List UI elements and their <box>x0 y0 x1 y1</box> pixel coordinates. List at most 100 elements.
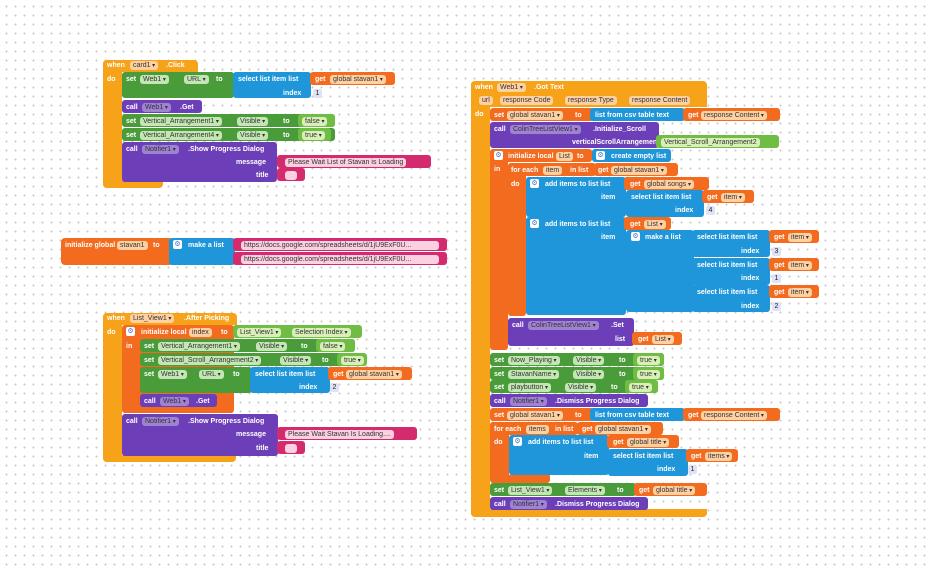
component-dropdown[interactable]: StavanName <box>508 370 560 379</box>
param-response-content[interactable]: response Content <box>629 96 691 105</box>
var-dropdown[interactable]: List <box>644 220 666 229</box>
text-field[interactable]: https://docs.google.com/spreadsheets/d/1… <box>241 255 439 264</box>
component-dropdown[interactable]: List_View1 <box>130 314 175 323</box>
component-value[interactable]: Vertical_Scroll_Arrangement2 <box>661 138 760 147</box>
property-dropdown[interactable]: Visible <box>565 383 597 392</box>
add-items-songs-block[interactable] <box>526 177 626 217</box>
component-dropdown[interactable]: Vertical_Scroll_Arrangement2 <box>158 356 262 365</box>
boolean-dropdown[interactable]: false <box>320 342 346 351</box>
gear-icon[interactable]: ⚙ <box>513 437 522 446</box>
component-dropdown[interactable]: Vertical_Arrangement1 <box>158 342 240 351</box>
variable-name-field[interactable]: List <box>556 152 573 161</box>
number-field[interactable]: 1 <box>313 89 322 98</box>
property-dropdown[interactable]: URL <box>184 75 209 84</box>
text-field[interactable]: Please Wait Stavan Is Loading.... <box>285 430 394 439</box>
var-dropdown[interactable]: global stavan1 <box>595 425 651 434</box>
property-dropdown[interactable]: Visible <box>573 370 605 379</box>
component-dropdown[interactable]: Notifier1 <box>510 397 547 406</box>
loop-var-field[interactable]: item <box>543 166 563 175</box>
add-items-list-block[interactable] <box>526 217 626 315</box>
component-dropdown[interactable]: Vertical_Arrangement4 <box>140 131 222 140</box>
component-dropdown[interactable]: playbutton <box>508 383 551 392</box>
select-list-item-block[interactable] <box>608 449 688 476</box>
component-dropdown[interactable]: Web1 <box>158 370 187 379</box>
text-field[interactable]: Please Wait List of Stavan is Loading <box>285 158 407 167</box>
var-dropdown[interactable]: item <box>721 193 745 202</box>
var-dropdown[interactable]: response Content <box>701 111 767 120</box>
property-dropdown[interactable]: Visible <box>573 356 605 365</box>
variable-name-field[interactable]: index <box>189 328 212 337</box>
select-list-item-block[interactable] <box>626 190 704 217</box>
property-dropdown[interactable]: URL <box>199 370 224 379</box>
property-dropdown[interactable]: Visible <box>237 131 269 140</box>
component-dropdown[interactable]: Notifier1 <box>142 417 179 426</box>
component-dropdown[interactable]: Now_Playing <box>508 356 560 365</box>
select-list-item-3-block[interactable] <box>692 230 770 257</box>
var-dropdown[interactable]: item <box>788 288 812 297</box>
component-dropdown[interactable]: Web1 <box>142 103 171 112</box>
loop-var-field[interactable]: items <box>526 425 549 434</box>
gear-icon[interactable]: ⚙ <box>631 232 640 241</box>
boolean-dropdown[interactable]: true <box>637 356 660 365</box>
component-dropdown[interactable]: Web1 <box>497 83 526 92</box>
property-dropdown[interactable]: Visible <box>237 117 269 126</box>
boolean-dropdown[interactable]: true <box>629 383 652 392</box>
select-list-item-block[interactable] <box>250 367 330 393</box>
property-dropdown[interactable]: Selection Index <box>292 328 351 337</box>
number-field[interactable]: 2 <box>330 383 339 392</box>
text-field[interactable]: https://docs.google.com/spreadsheets/d/1… <box>241 241 439 250</box>
number-field[interactable]: 1 <box>772 274 781 283</box>
select-list-item-1-block[interactable] <box>692 258 770 285</box>
number-field[interactable]: 2 <box>772 302 781 311</box>
create-empty-list-block[interactable] <box>592 149 671 162</box>
var-dropdown[interactable]: global stavan1 <box>507 411 563 420</box>
var-dropdown[interactable]: List <box>652 335 674 344</box>
boolean-dropdown[interactable]: true <box>341 356 364 365</box>
component-dropdown[interactable]: card1 <box>130 61 159 70</box>
component-dropdown[interactable]: List_View1 <box>508 486 553 495</box>
var-dropdown[interactable]: response Content <box>701 411 767 420</box>
gear-icon[interactable]: ⚙ <box>530 219 539 228</box>
component-dropdown[interactable]: ColinTreeListView1 <box>528 321 599 330</box>
gear-icon[interactable]: ⚙ <box>494 151 503 160</box>
var-dropdown[interactable]: items <box>705 452 733 461</box>
component-dropdown[interactable]: Notifier1 <box>142 145 179 154</box>
boolean-dropdown[interactable]: true <box>302 131 325 140</box>
property-dropdown[interactable]: Elements <box>565 486 605 495</box>
boolean-dropdown[interactable]: true <box>637 370 660 379</box>
text-field[interactable] <box>285 171 297 180</box>
list-from-csv-block[interactable] <box>590 108 685 121</box>
component-dropdown[interactable]: List_View1 <box>237 328 282 337</box>
select-list-item-block[interactable] <box>233 72 311 98</box>
component-dropdown[interactable]: Web1 <box>160 397 189 406</box>
make-list-block[interactable] <box>626 230 694 312</box>
var-dropdown[interactable]: item <box>788 233 812 242</box>
gear-icon[interactable]: ⚙ <box>596 151 605 160</box>
var-dropdown[interactable]: global title <box>627 438 670 447</box>
var-dropdown[interactable]: global title <box>653 486 696 495</box>
component-dropdown[interactable]: ColinTreeListView1 <box>510 125 581 134</box>
component-dropdown[interactable]: Notifier1 <box>510 500 547 509</box>
param-response-type[interactable]: response Type <box>565 96 617 105</box>
gear-icon[interactable]: ⚙ <box>173 240 182 249</box>
var-dropdown[interactable]: global stavan1 <box>507 111 563 120</box>
property-dropdown[interactable]: Visible <box>256 342 288 351</box>
number-field[interactable]: 3 <box>772 247 781 256</box>
number-field[interactable]: 1 <box>688 465 697 474</box>
param-url[interactable]: url <box>479 96 493 105</box>
property-dropdown[interactable]: Visible <box>280 356 312 365</box>
boolean-dropdown[interactable]: false <box>302 117 328 126</box>
gear-icon[interactable]: ⚙ <box>126 327 135 336</box>
component-dropdown[interactable]: Web1 <box>140 75 169 84</box>
var-dropdown[interactable]: global stavan1 <box>611 166 667 175</box>
var-dropdown[interactable]: global stavan1 <box>346 370 402 379</box>
list-from-csv-block[interactable] <box>590 408 685 421</box>
param-response-code[interactable]: response Code <box>500 96 554 105</box>
var-dropdown[interactable]: global stavan1 <box>330 75 386 84</box>
add-items-title-block[interactable] <box>509 435 609 475</box>
number-field[interactable]: 4 <box>706 206 715 215</box>
component-dropdown[interactable]: Vertical_Arrangement1 <box>140 117 222 126</box>
text-field[interactable] <box>285 444 297 453</box>
var-dropdown[interactable]: item <box>788 261 812 270</box>
variable-name-field[interactable]: stavan1 <box>117 241 148 250</box>
